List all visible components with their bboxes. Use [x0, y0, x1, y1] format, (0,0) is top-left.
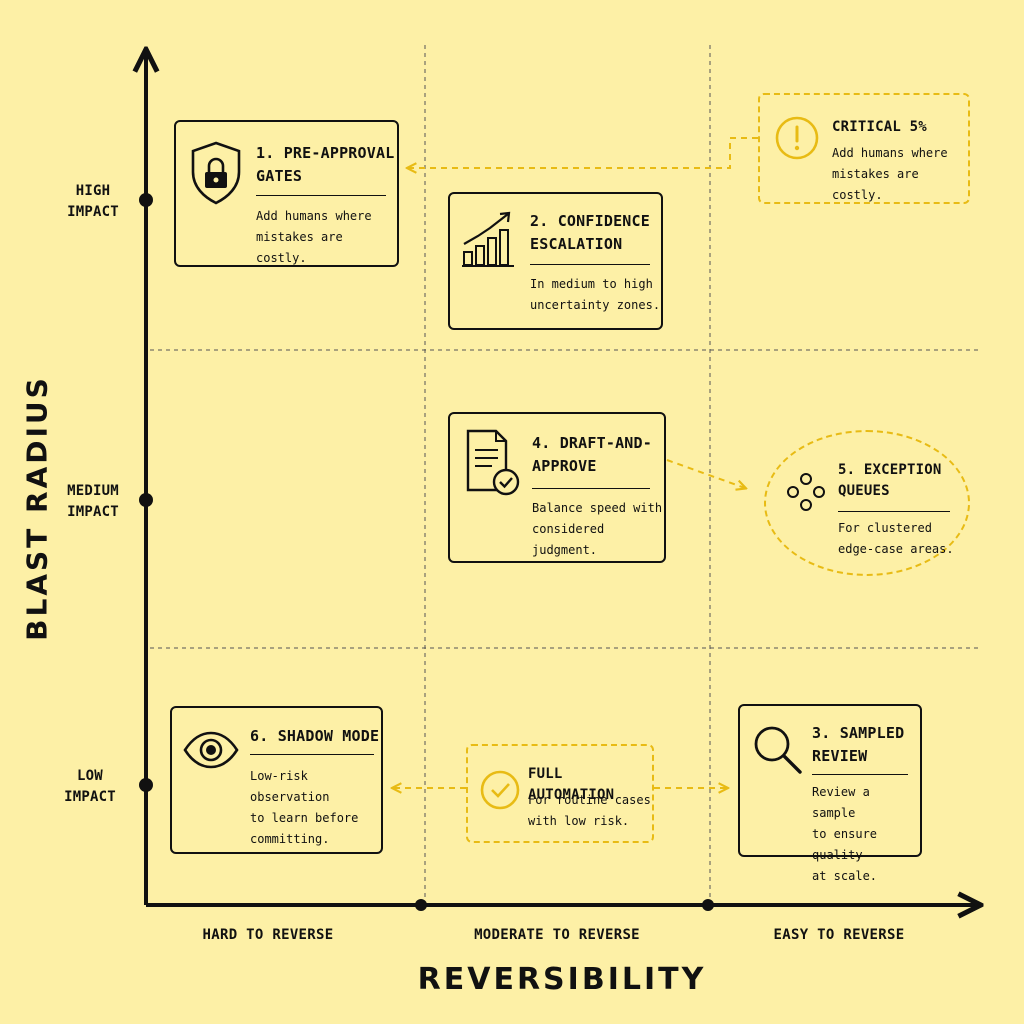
y-axis-title: BLAST RADIUS — [20, 375, 54, 641]
magnifier-icon — [754, 726, 802, 774]
card-description: Review a sample to ensure quality at sca… — [812, 785, 878, 883]
check-circle-icon — [480, 770, 520, 810]
callout-full-automation: FULL AUTOMATION For routine cases with l… — [466, 744, 654, 843]
card-title: 3. SAMPLED REVIEW — [812, 724, 905, 765]
bar-chart-trend-icon — [462, 211, 514, 267]
y-tick-high-dot — [139, 193, 153, 207]
callout-description: Add humans where mistakes are costly. — [832, 146, 948, 202]
eye-icon — [183, 731, 239, 769]
card-title: 5. EXCEPTION QUEUES — [838, 462, 942, 499]
card-title: 2. CONFIDENCE ESCALATION — [530, 212, 650, 253]
card-description: For clustered edge-case areas. — [838, 521, 954, 556]
card-exception-queues: 5. EXCEPTION QUEUES For clustered edge-c… — [764, 430, 970, 576]
callout-critical-five-percent: CRITICAL 5% Add humans where mistakes ar… — [758, 93, 970, 204]
card-sampled-review: 3. SAMPLED REVIEW Review a sample to ens… — [738, 704, 922, 883]
card-description: In medium to high uncertainty zones. — [530, 277, 661, 312]
callout-description: For routine cases with low risk. — [528, 793, 651, 828]
shield-lock-icon — [191, 141, 241, 205]
card-shadow-mode: 6. SHADOW MODE Low-risk observation to l… — [170, 706, 383, 854]
card-draft-and-approve: 4. DRAFT-AND- APPROVE Balance speed with… — [448, 412, 666, 563]
y-tick-low-dot — [139, 778, 153, 792]
connector-arrows — [393, 137, 758, 788]
card-title: 4. DRAFT-AND- APPROVE — [532, 434, 652, 475]
x-axis-title: REVERSIBILITY — [417, 962, 707, 997]
card-description: Add humans where mistakes are costly. — [256, 209, 372, 265]
critical-to-preapproval-arrow — [408, 137, 758, 168]
card-description: Balance speed with considered judgment. — [532, 501, 663, 557]
x-tick-label-easy: EASY TO REVERSE — [773, 927, 905, 943]
card-pre-approval-gates: 1. PRE-APPROVAL GATES Add humans where m… — [174, 120, 399, 267]
x-tick-label-hard: HARD TO REVERSE — [202, 927, 334, 943]
y-tick-label-medium: MEDIUM IMPACT — [67, 483, 119, 520]
grid-lines — [150, 45, 980, 905]
cluster-dots-icon — [787, 473, 825, 511]
card-title: 1. PRE-APPROVAL GATES — [256, 144, 395, 185]
card-confidence-escalation: 2. CONFIDENCE ESCALATION In medium to hi… — [448, 192, 663, 330]
card-description: Low-risk observation to learn before com… — [250, 769, 359, 846]
callout-title: FULL AUTOMATION — [528, 766, 615, 803]
y-tick-medium-dot — [139, 493, 153, 507]
x-tick-easy-dot — [702, 899, 714, 911]
x-tick-moderate-dot — [415, 899, 427, 911]
warning-icon — [775, 116, 819, 160]
draft-to-exception-arrow — [666, 459, 745, 488]
y-tick-label-high: HIGH IMPACT — [67, 183, 119, 220]
card-title: 6. SHADOW MODE — [250, 727, 380, 745]
y-tick-label-low: LOW IMPACT — [64, 768, 116, 805]
document-check-icon — [466, 429, 520, 496]
x-tick-label-moderate: MODERATE TO REVERSE — [474, 927, 640, 943]
callout-title: CRITICAL 5% — [832, 119, 927, 135]
